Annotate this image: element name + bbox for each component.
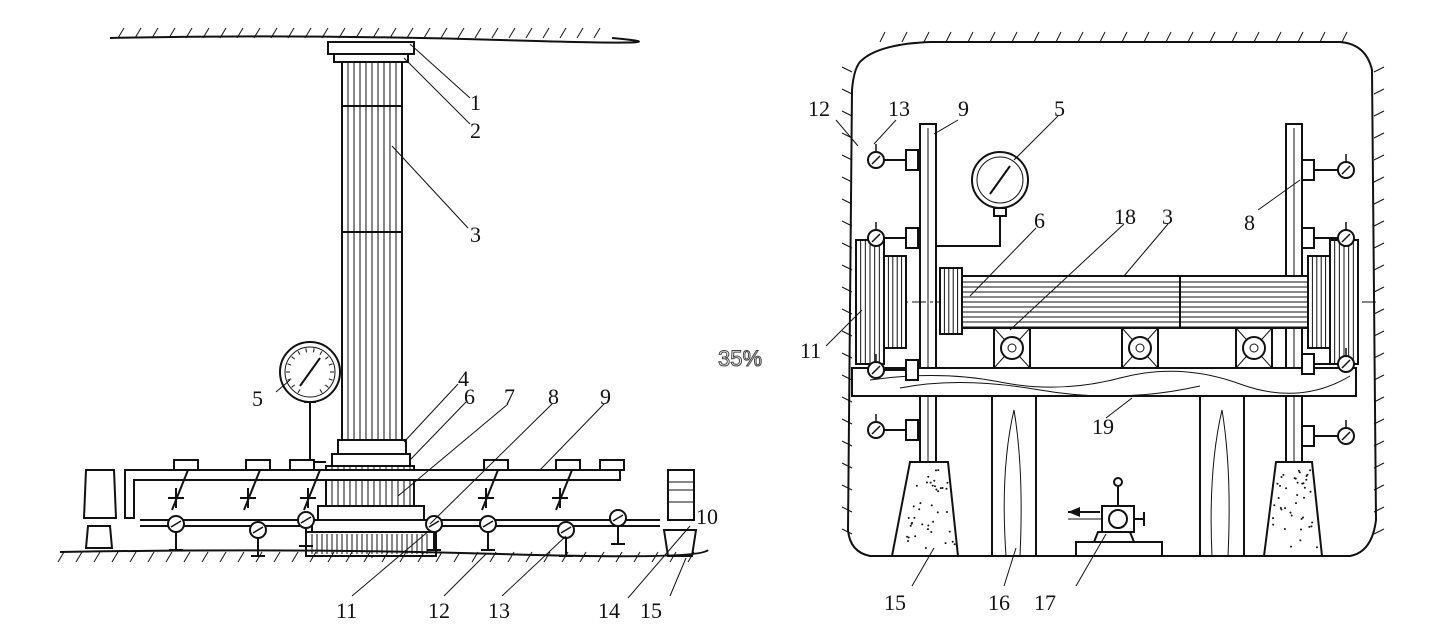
label-9: 9 [600,384,611,409]
label-12: 12 [428,598,450,623]
post-left [920,124,936,464]
label-2: 2 [470,118,481,143]
right-diagram: 12 13 9 5 6 18 3 8 11 19 15 16 17 [800,32,1384,615]
dial-indicator-icon [868,414,918,440]
label-13: 13 [488,598,510,623]
roller-block-icon [994,328,1030,368]
footing-right [1264,462,1322,556]
dial-indicator-icon [868,222,918,248]
dial-indicator-icon [868,144,918,170]
zoom-level: 35% [718,346,762,371]
label-10: 10 [696,504,718,529]
dial-indicator-icon [1302,420,1354,446]
roller-block-icon [1236,328,1272,368]
flange-icon [940,268,962,334]
dial-indicator-icon [1302,154,1354,180]
label-3: 3 [1162,204,1173,229]
label-19: 19 [1092,414,1114,439]
label-6: 6 [1034,208,1045,233]
timber-beam [852,368,1356,396]
hydraulic-pump [1068,478,1162,556]
label-3: 3 [470,222,481,247]
label-5: 5 [252,386,263,411]
jack [306,440,436,556]
support-block-right [664,470,696,556]
pressure-gauge-right [936,152,1028,246]
label-8: 8 [548,384,559,409]
dial-indicator-icon [168,516,184,550]
label-16: 16 [988,590,1010,615]
timber-post-left [992,396,1036,556]
label-8: 8 [1244,210,1255,235]
label-15: 15 [884,590,906,615]
ceiling-line [110,28,639,43]
timber-post-right [1200,396,1244,556]
label-1: 1 [470,90,481,115]
pressure-gauge-left [280,342,340,462]
label-18: 18 [1114,204,1136,229]
label-5: 5 [1054,96,1065,121]
label-14: 14 [598,598,620,623]
label-9: 9 [958,96,969,121]
top-plate [328,42,414,54]
end-jack-icon [1308,240,1358,364]
support-block-left [84,470,116,548]
dial-indicator-icon [558,522,574,556]
end-jack-icon [856,240,906,364]
label-15: 15 [640,598,662,623]
spacer-blocks [994,328,1272,368]
label-11: 11 [336,598,357,623]
bearing-plate [334,54,408,62]
dial-indicator-icon [480,516,496,550]
left-diagram: 1 2 3 4 5 6 7 8 9 10 11 12 13 14 15 [58,28,718,623]
label-6: 6 [464,384,475,409]
roller-block-icon [1122,328,1158,368]
label-12: 12 [808,96,830,121]
footing-left [892,462,958,556]
label-13: 13 [888,96,910,121]
dial-indicator-icon [1302,222,1354,248]
label-11: 11 [800,338,821,363]
label-7: 7 [504,384,515,409]
label-17: 17 [1034,590,1056,615]
